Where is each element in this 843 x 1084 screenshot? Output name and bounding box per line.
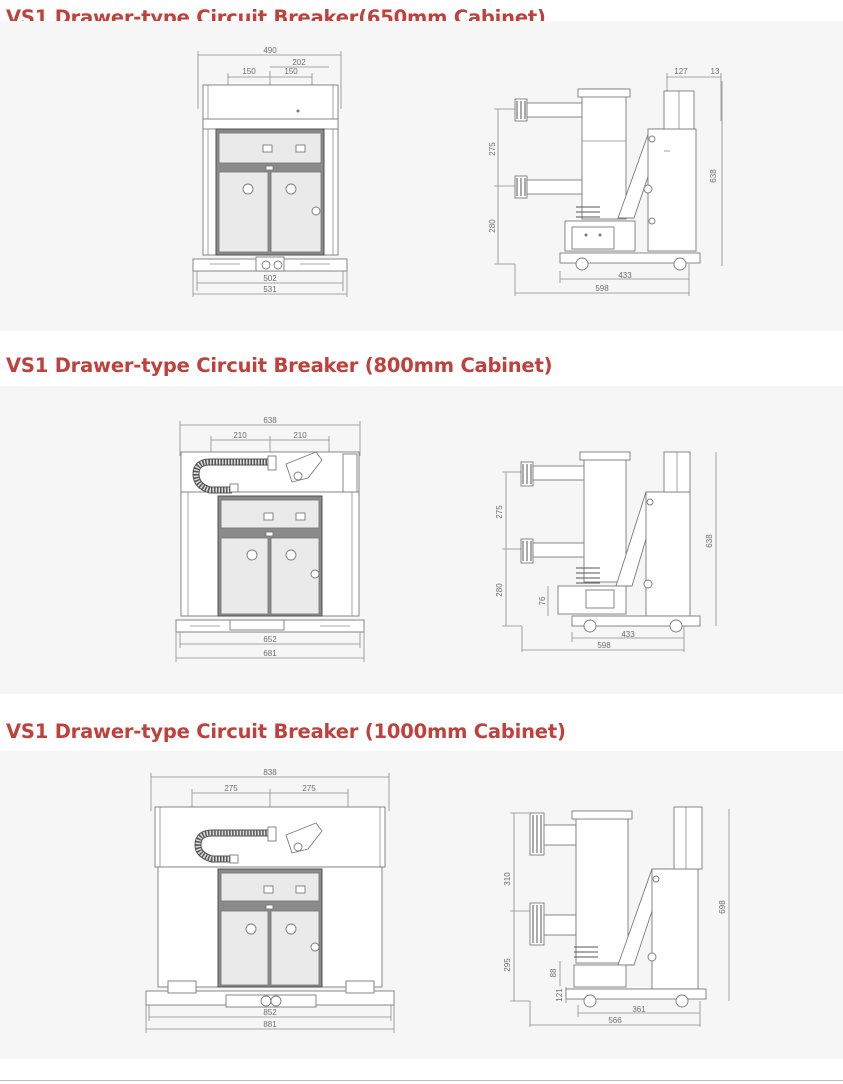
section-2-panel: 638 210 210 — [0, 386, 843, 694]
section-3-title: VS1 Drawer-type Circuit Breaker (1000mm … — [6, 720, 566, 743]
dim-half-offset: 202 — [292, 58, 306, 67]
dim-pole-spacing-left: 150 — [242, 67, 256, 76]
front-view-1000: 838 275 275 — [145, 768, 395, 1033]
dim-base-width: 652 — [263, 635, 277, 644]
cable-chain — [192, 458, 268, 494]
dim-pole-spacing-left: 210 — [233, 431, 247, 440]
dim-contact-spacing: 275 — [495, 505, 504, 519]
dim-pole-spacing-right: 150 — [284, 67, 298, 76]
section-1-drawing: 490 202 150 150 — [192, 46, 723, 297]
dim-carriage-height: 76 — [538, 596, 547, 605]
dim-rail-span: 433 — [621, 630, 635, 639]
dim-overall-depth: 566 — [608, 1016, 622, 1025]
dim-rail-span: 361 — [632, 1005, 646, 1014]
front-view-800: 638 210 210 — [175, 416, 365, 662]
dim-overall-width: 531 — [263, 285, 277, 294]
dim-top-offset: 13 — [711, 67, 720, 76]
bottom-divider — [0, 1080, 843, 1081]
dim-total-height: 638 — [709, 169, 718, 183]
dim-top-depth: 127 — [674, 67, 688, 76]
section-3-drawing: 838 275 275 — [145, 768, 730, 1033]
dim-pole-spacing-right: 210 — [293, 431, 307, 440]
dim-pole-spacing-right: 275 — [302, 784, 316, 793]
dim-base-width: 852 — [263, 1008, 277, 1017]
dim-overall-width: 881 — [263, 1020, 277, 1029]
side-view-1000: 310 295 698 88 121 — [503, 806, 730, 1027]
dim-width: 490 — [263, 46, 277, 55]
section-2-title: VS1 Drawer-type Circuit Breaker (800mm C… — [6, 354, 553, 377]
dim-carriage-height: 88 — [549, 968, 558, 977]
dim-lower-height: 295 — [503, 958, 512, 972]
side-view-650: 127 13 275 280 638 — [488, 67, 723, 296]
side-view-800: 275 280 638 76 4 — [495, 451, 717, 652]
dim-base-width: 502 — [263, 274, 277, 283]
dim-total-height: 698 — [718, 900, 727, 914]
dim-contact-spacing: 275 — [488, 142, 497, 156]
dim-width: 638 — [263, 416, 277, 425]
dim-pole-spacing-left: 275 — [224, 784, 238, 793]
insulator-coil — [574, 946, 598, 958]
dim-contact-spacing: 310 — [503, 872, 512, 886]
insulator-coil — [576, 567, 600, 584]
dim-overall-depth: 598 — [597, 641, 611, 650]
section-2-drawing: 638 210 210 — [175, 416, 717, 662]
section-3-panel: 838 275 275 — [0, 751, 843, 1059]
front-view-650: 490 202 150 150 — [192, 46, 348, 297]
dim-rail-span: 433 — [618, 271, 632, 280]
dim-lower-height: 280 — [488, 219, 497, 233]
dim-overall-width: 681 — [263, 649, 277, 658]
dim-total-height: 638 — [705, 534, 714, 548]
section-1-panel: 490 202 150 150 — [0, 21, 843, 331]
dim-wheel-height: 121 — [555, 988, 564, 1002]
cable-chain — [194, 829, 268, 863]
dim-width: 838 — [263, 768, 277, 777]
dim-lower-height: 280 — [495, 583, 504, 597]
dim-overall-depth: 598 — [595, 284, 609, 293]
